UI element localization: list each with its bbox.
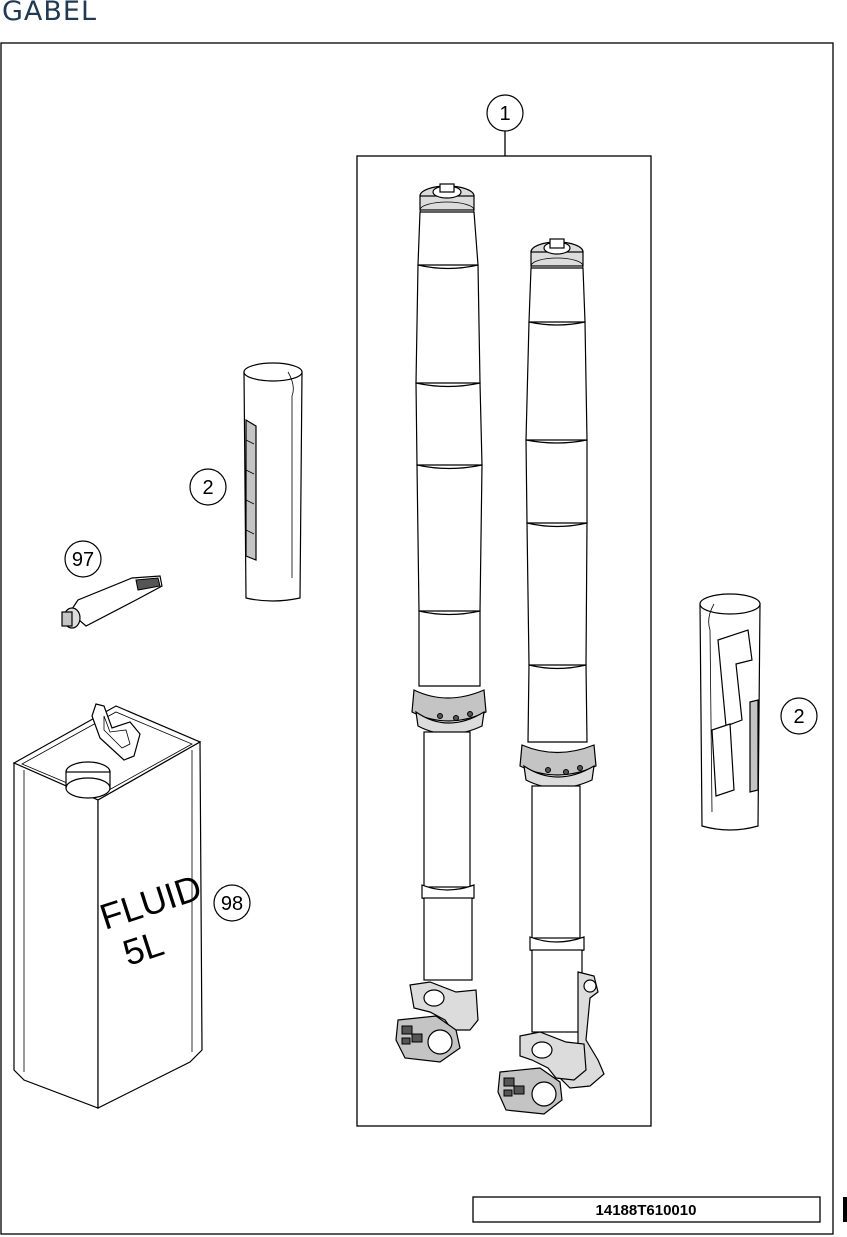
diagram-frame <box>0 42 834 1235</box>
callout-98[interactable]: 98 <box>213 884 251 922</box>
callout-97-label: 97 <box>72 549 94 571</box>
callout-1-label: 1 <box>499 103 510 125</box>
callout-2-right[interactable]: 2 <box>780 697 818 735</box>
fork-protector-right-part <box>699 593 761 831</box>
fork-leg-left <box>395 183 487 1063</box>
grease-tube-part <box>61 575 163 629</box>
callout-1[interactable]: 1 <box>486 94 524 132</box>
fork-leg-right <box>497 238 605 1115</box>
callout-2-right-label: 2 <box>793 706 804 728</box>
callout-2-left-label: 2 <box>202 477 213 499</box>
callout-98-label: 98 <box>221 893 243 915</box>
edge-marker <box>843 1197 847 1222</box>
fluid-can-part: FLUID 5L <box>12 703 206 1109</box>
reference-code-box <box>472 1196 821 1223</box>
reference-code: 14188T610010 <box>596 1202 697 1219</box>
callout-2-left[interactable]: 2 <box>189 468 227 506</box>
page-title: GABEL <box>2 0 98 27</box>
assembly-bracket-box <box>356 155 652 1127</box>
fork-protector-left-part <box>243 362 303 602</box>
callout-97[interactable]: 97 <box>64 540 102 578</box>
fork-assembly-group: 1 <box>356 94 652 1127</box>
